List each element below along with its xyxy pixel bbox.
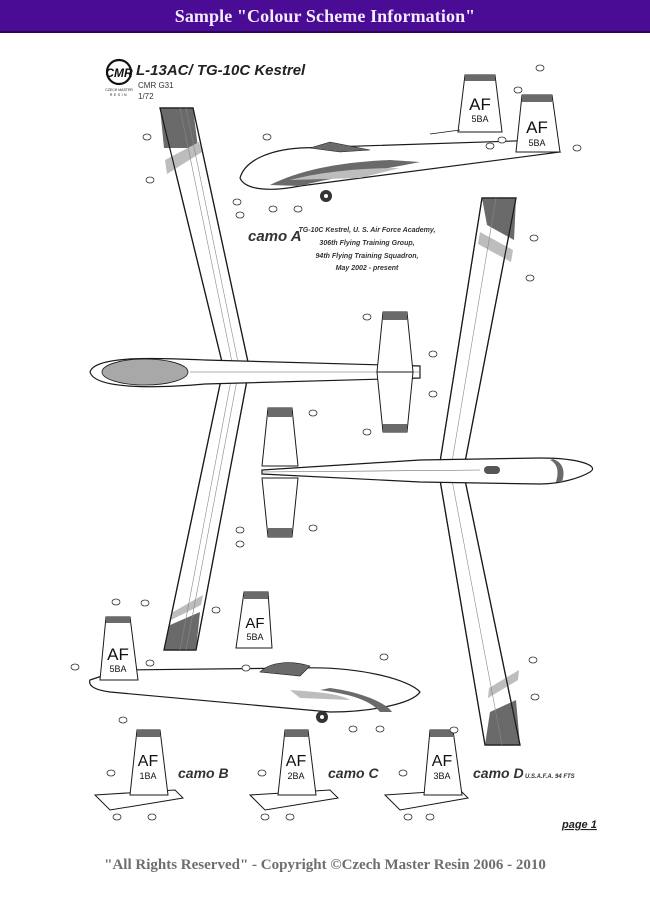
camo-c-label: camo C (328, 765, 379, 781)
tail-code: AF (432, 753, 453, 770)
tail-number: 5BA (528, 138, 545, 148)
caption-line: 94th Flying Training Squadron, (316, 253, 419, 260)
copyright-footer: "All Rights Reserved" - Copyright ©Czech… (104, 857, 546, 873)
camo-b-tail: AF 1BA (93, 729, 185, 811)
tail-number: 5BA (471, 114, 488, 124)
page-title: Sample "Colour Scheme Information" (174, 6, 476, 26)
side-view-bottom: AF 5BA AF 5BA (89, 591, 421, 723)
cmr-logo: CMR CZECH MASTER RESIN (105, 58, 133, 97)
caption-line: TG-10C Kestrel, U. S. Air Force Academy, (299, 227, 436, 234)
camo-a-label: camo A (248, 228, 302, 245)
scale-label: 1/72 (138, 92, 154, 101)
logo-initials: CMR (105, 66, 133, 80)
tail-code: AF (107, 645, 129, 664)
camo-d-note: U.S.A.F.A. 94 FTS (525, 774, 575, 780)
tail-number: 2BA (287, 771, 304, 781)
tail-code: AF (469, 95, 491, 114)
tail-code: AF (526, 118, 548, 137)
tail-code: AF (245, 615, 264, 632)
page-header: Sample "Colour Scheme Information" (0, 0, 650, 33)
planform-top-view (89, 107, 421, 651)
tail-number: 3BA (433, 771, 450, 781)
camo-c-tail: AF 2BA (248, 729, 340, 811)
camo-d-tail: AF 3BA (383, 729, 470, 811)
kit-code: CMR G31 (138, 81, 174, 90)
camo-b-label: camo B (178, 765, 229, 781)
caption-line: May 2002 - present (336, 265, 399, 272)
logo-caption-2: RESIN (110, 93, 128, 97)
tail-number: 5BA (109, 664, 126, 674)
side-view-top: AF 5BA AF 5BA (239, 74, 562, 202)
sheet-title: L-13AC/ TG-10C Kestrel (136, 62, 306, 79)
tail-number: 5BA (246, 632, 263, 642)
camo-a-caption: TG-10C Kestrel, U. S. Air Force Academy,… (299, 227, 436, 272)
caption-line: 306th Flying Training Group, (319, 240, 414, 247)
page-label: page 1 (561, 819, 597, 831)
tail-code: AF (286, 753, 307, 770)
planform-bottom-view (261, 197, 593, 746)
tail-code: AF (138, 753, 159, 770)
camo-d-label: camo D (473, 765, 524, 781)
logo-caption-1: CZECH MASTER (105, 88, 133, 92)
tail-number: 1BA (139, 771, 156, 781)
